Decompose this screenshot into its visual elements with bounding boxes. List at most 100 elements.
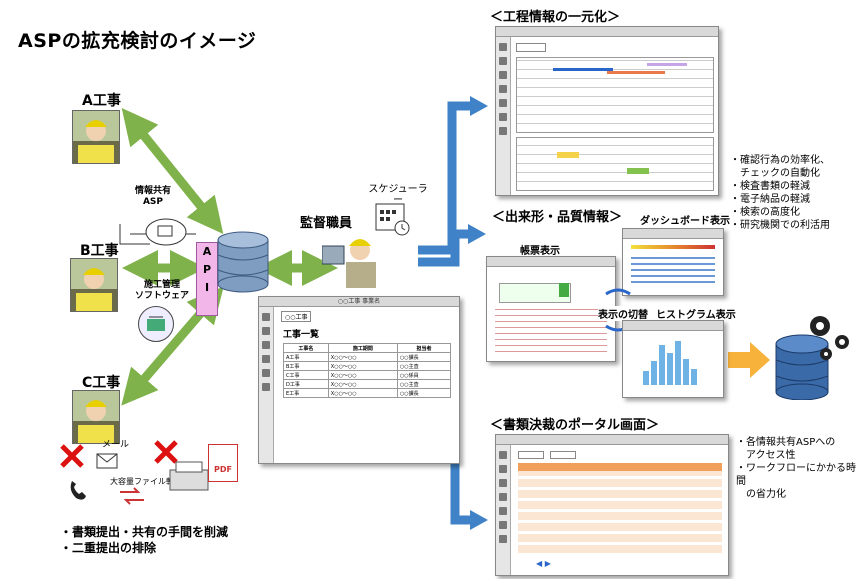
supervisor-image — [321, 232, 380, 288]
cell: ○○主査 — [396, 379, 452, 389]
cell: X○○～○○ — [327, 352, 398, 362]
api-label-i: I — [204, 281, 210, 294]
software-icon — [138, 306, 174, 342]
screen-header — [623, 229, 723, 239]
worker-b-image — [70, 258, 118, 312]
cell: ○○係員 — [396, 370, 452, 380]
pager-arrows-icon[interactable]: ◀ ▶ — [536, 559, 551, 568]
date-selector[interactable] — [516, 43, 546, 52]
arrow-to-process — [418, 96, 488, 255]
api-label-p: P — [202, 263, 212, 276]
filter-dropdown[interactable] — [550, 451, 576, 459]
column-header: 施工期間 — [327, 343, 398, 353]
process-screen — [495, 26, 719, 196]
screen-header — [623, 321, 723, 331]
screen-header: ○○工事 事業名 — [259, 297, 459, 307]
worker-a-image — [72, 110, 120, 164]
table-header-row: 工事名 施工期間 担当者 — [283, 343, 452, 353]
note-item: ・検査書類の軽減 — [730, 181, 810, 192]
scheduler-label: スケジューラー — [368, 184, 428, 206]
note-item: ・検索の高度化 — [730, 207, 800, 218]
transfer-icon — [120, 487, 144, 505]
form-label: 帳票表示 — [520, 246, 560, 257]
calendar-icon — [375, 203, 410, 236]
cell: ○○課長 — [396, 352, 452, 362]
portal-screen: ◀ ▶ — [495, 434, 729, 576]
screen-sidebar — [496, 37, 511, 195]
screen-sidebar — [259, 307, 274, 463]
phone-icon — [70, 481, 86, 500]
mail-label: メール — [102, 440, 130, 450]
cell: X○○～○○ — [327, 388, 398, 398]
screen-heading: 工事一覧 — [283, 330, 320, 340]
screen-sidebar — [496, 445, 511, 575]
bottom-note-item: ・二重提出の排除 — [60, 541, 157, 555]
construction-software-label: 施工管理 ソフトウェア — [134, 280, 189, 301]
form-screen — [486, 256, 616, 362]
filter-dropdown[interactable] — [518, 451, 544, 459]
arrow-a-to-api — [121, 107, 224, 235]
note-item: チェックの自動化 — [730, 168, 820, 179]
dashboard-label: ダッシュボード表示 — [640, 216, 730, 227]
printer-icon — [169, 461, 209, 491]
arrow-to-portal — [450, 440, 488, 530]
pdf-icon: PDF — [208, 444, 238, 482]
cross-icon — [154, 440, 178, 464]
database-icon — [217, 231, 269, 293]
mail-icon — [96, 453, 118, 469]
cell: B工事 — [283, 361, 329, 371]
note-item: ・電子納品の軽減 — [730, 194, 810, 205]
info-share-asp-label: 情報共有 ASP — [134, 186, 171, 207]
note-item: の省力化 — [736, 489, 786, 500]
project-c-label: C工事 — [82, 375, 121, 391]
histogram-label: ヒストグラム表示 — [656, 310, 736, 321]
worker-c-image — [72, 390, 120, 444]
histogram-bars — [643, 341, 697, 385]
cell: X○○～○○ — [327, 370, 398, 380]
gantt-chart — [516, 57, 714, 133]
portal-section-title: ＜書類決裁のポータル画面＞ — [490, 418, 660, 433]
large-file-label: 大容量ファイル転送 — [110, 477, 182, 486]
page-title: ASPの拡充検討のイメージ — [18, 30, 257, 52]
bottom-note-item: ・書類提出・共有の手間を削減 — [60, 525, 229, 539]
note-item: ・ワークフローにかかる時間 — [736, 463, 856, 487]
right-database-icon — [775, 316, 849, 400]
cell: X○○～○○ — [327, 361, 398, 371]
cloud-icon — [145, 218, 187, 246]
problem-icons — [60, 440, 178, 468]
screen-header — [487, 257, 615, 267]
cell: C工事 — [283, 370, 329, 380]
note-item: ・各情報共有ASPへの — [736, 437, 836, 448]
schedule-grid — [516, 137, 714, 191]
supervisor-label: 監督職員 — [300, 216, 353, 231]
column-header: 担当者 — [396, 343, 452, 353]
arrow-to-right-db — [728, 342, 770, 378]
project-b-label: B工事 — [80, 243, 119, 259]
cell: E工事 — [283, 388, 329, 398]
note-item: アクセス性 — [736, 450, 796, 461]
histogram-screen — [622, 320, 724, 398]
cell: ○○課長 — [396, 388, 452, 398]
screen-header — [496, 27, 718, 37]
project-a-label: A工事 — [82, 93, 121, 109]
cell: X○○～○○ — [327, 379, 398, 389]
bottom-notes: ・書類提出・共有の手間を削減 ・二重提出の排除 — [60, 524, 228, 556]
cell: A工事 — [283, 352, 329, 362]
cell: ○○主査 — [396, 361, 452, 371]
process-section-title: ＜工程情報の一元化＞ — [490, 10, 621, 25]
note-item: ・研究機関での利活用 — [730, 220, 830, 231]
process-notes: ・確認行為の効率化、 チェックの自動化 ・検査書類の軽減 ・電子納品の軽減 ・検… — [730, 154, 830, 232]
arrow-to-quality — [418, 224, 486, 267]
column-header: 工事名 — [283, 343, 329, 353]
switch-label: 表示の切替 — [598, 306, 648, 321]
construction-button[interactable]: ○○工事 — [281, 311, 312, 322]
cell: D工事 — [283, 379, 329, 389]
cross-icon — [60, 444, 84, 468]
